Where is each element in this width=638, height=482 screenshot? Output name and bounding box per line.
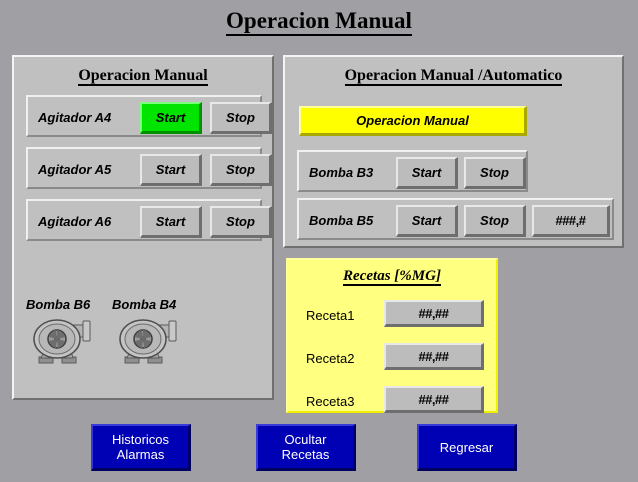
pump-b5-stop-button[interactable]: Stop <box>464 205 526 237</box>
right-panel-title-text: Operacion Manual /Automatico <box>344 67 563 86</box>
agitator-a6-start-button[interactable]: Start <box>140 206 202 238</box>
ocultar-recetas-line1: Ocultar <box>284 432 327 447</box>
agitator-row-a5: Agitador A5 Start Stop <box>26 147 272 189</box>
agitator-a4-stop-button[interactable]: Stop <box>210 102 272 134</box>
left-panel-manual-operation: Operacion Manual Agitador A4 Start Stop … <box>12 55 274 400</box>
recetas-panel: Recetas [%MG] Receta1 ##,## Receta2 ##,#… <box>286 258 498 413</box>
pump-row-b3: Bomba B3 Start Stop <box>297 150 528 192</box>
pump-b5-label: Bomba B5 <box>309 213 374 228</box>
pump-b3-label: Bomba B3 <box>309 165 374 180</box>
receta1-value-field[interactable]: ##,## <box>384 300 484 327</box>
mode-banner-button[interactable]: Operacion Manual <box>299 106 527 136</box>
agitator-a4-start-button[interactable]: Start <box>140 102 202 134</box>
agitator-a5-stop-button[interactable]: Stop <box>210 154 272 186</box>
agitator-a6-stop-button[interactable]: Stop <box>210 206 272 238</box>
centrifugal-pump-icon <box>26 315 96 372</box>
pump-b5-value-field[interactable]: ###,# <box>532 205 610 237</box>
agitator-row-a4: Agitador A4 Start Stop <box>26 95 272 137</box>
regresar-button[interactable]: Regresar <box>417 424 517 471</box>
left-panel-title-text: Operacion Manual <box>78 67 208 86</box>
receta3-label: Receta3 <box>306 394 355 409</box>
historicos-alarmas-line2: Alarmas <box>116 447 165 462</box>
agitator-a6-label: Agitador A6 <box>38 214 112 229</box>
pump-b3-stop-button[interactable]: Stop <box>464 157 526 189</box>
agitator-a5-start-button[interactable]: Start <box>140 154 202 186</box>
agitator-a5-label: Agitador A5 <box>38 162 112 177</box>
recetas-panel-title-text: Recetas [%MG] <box>343 268 441 286</box>
historicos-alarmas-line1: Historicos <box>111 432 170 447</box>
receta1-label: Receta1 <box>306 308 355 323</box>
pump-b3-start-button[interactable]: Start <box>396 157 458 189</box>
pump-b5-start-button[interactable]: Start <box>396 205 458 237</box>
receta2-label: Receta2 <box>306 351 355 366</box>
ocultar-recetas-line2: Recetas <box>281 447 330 462</box>
agitator-row-a6: Agitador A6 Start Stop <box>26 199 272 241</box>
page-title-text: Operacion Manual <box>226 8 412 36</box>
pump-b6-label: Bomba B6 <box>26 297 91 312</box>
page-title: Operacion Manual <box>0 8 638 36</box>
recetas-panel-title: Recetas [%MG] <box>288 268 496 286</box>
receta2-value-field[interactable]: ##,## <box>384 343 484 370</box>
right-panel-title: Operacion Manual /Automatico <box>285 67 622 86</box>
regresar-label: Regresar <box>439 439 494 455</box>
agitator-a4-label: Agitador A4 <box>38 110 112 125</box>
left-panel-title: Operacion Manual <box>14 67 272 86</box>
right-panel-manual-automatic: Operacion Manual /Automatico Operacion M… <box>283 55 624 248</box>
pump-b4-label: Bomba B4 <box>112 297 177 312</box>
historicos-alarmas-button[interactable]: Historicos Alarmas <box>91 424 191 471</box>
centrifugal-pump-icon <box>112 315 182 372</box>
receta3-value-field[interactable]: ##,## <box>384 386 484 413</box>
ocultar-recetas-button[interactable]: Ocultar Recetas <box>256 424 356 471</box>
pump-row-b5: Bomba B5 Start Stop ###,# <box>297 198 614 240</box>
